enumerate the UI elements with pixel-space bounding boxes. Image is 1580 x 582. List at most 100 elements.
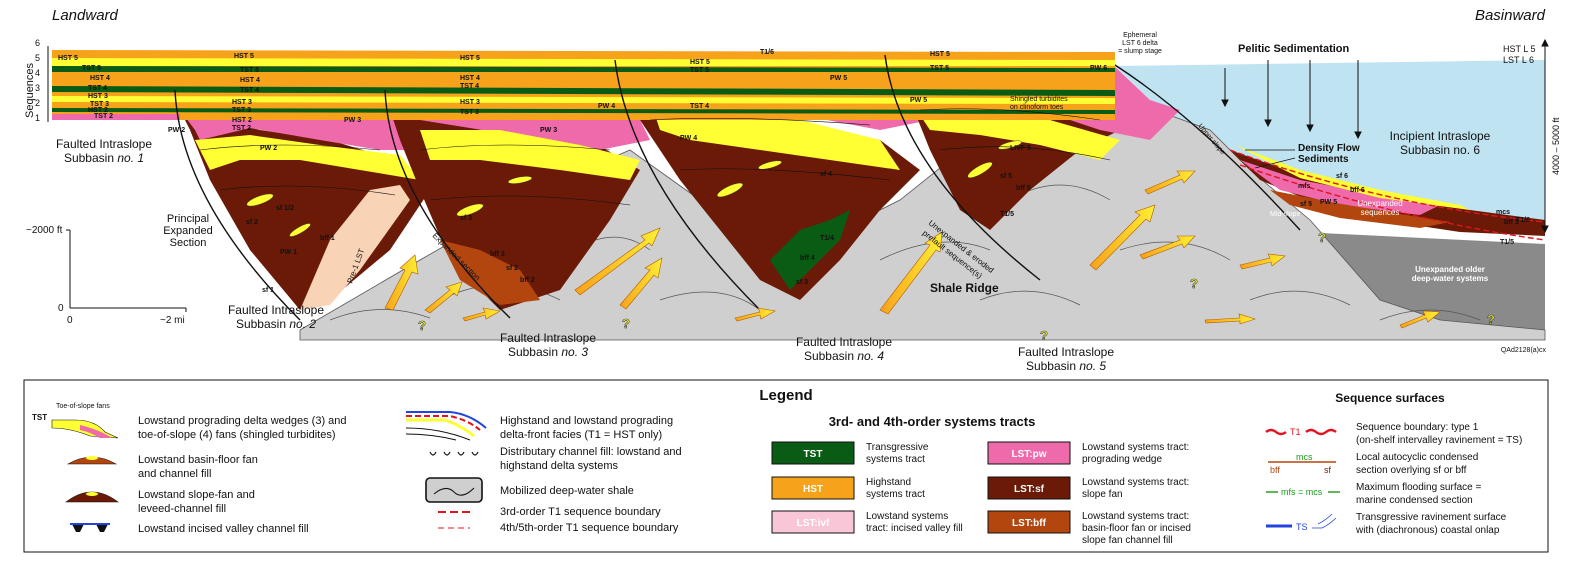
legend-sb1-2: (on-shelf intervalley ravinement = TS) <box>1356 435 1522 446</box>
scale-bar: ~2000 ft 0 0 ~2 mi <box>26 225 187 326</box>
legend-sf-symbol: sf <box>1324 465 1332 475</box>
tract-code-5: LST:bff <box>1012 518 1047 529</box>
legend-lowstand-delta-2: toe-of-slope (4) fans (shingled turbidit… <box>138 429 335 441</box>
tract-label-b6-7: T1/6 <box>1516 217 1530 224</box>
density-flow-leaders <box>1245 149 1296 169</box>
subbasin-3-yellow <box>420 130 640 180</box>
tract-label-b2-8: PW 2 <box>260 145 277 152</box>
tract-desc-3-1: prograding wedge <box>1082 454 1162 465</box>
tract-label-b5-6: T1/5 <box>1000 211 1014 218</box>
tract-label-b2-11: sf 1/2 <box>276 205 294 212</box>
legend-distributary <box>429 451 479 456</box>
unexpanded-seq-1: Unexpanded <box>1357 199 1402 208</box>
flow-arrow-9 <box>1239 253 1286 270</box>
legend-ts-symbol: TS <box>1296 522 1308 532</box>
flow-arrow-12 <box>734 307 776 322</box>
unexpanded-older-2: deep-water systems <box>1412 274 1489 283</box>
density-flow-line-1: Density Flow <box>1298 143 1360 154</box>
growth-faults <box>174 54 1301 321</box>
tract-desc-0-0: Transgressive <box>866 442 929 453</box>
tract-label-b2-5: TST 3 <box>232 107 251 114</box>
shingled-line-1: Shingled turbidites <box>1010 96 1068 103</box>
legend-toe-label: Toe-of-slope fans <box>56 403 110 410</box>
unexpanded-older-1: Unexpanded older <box>1415 265 1485 274</box>
legend-tr-1: Transgressive ravinement surface <box>1356 512 1507 523</box>
tract-label-b1-6: HST 2 <box>88 107 108 114</box>
tract-label-b2-12: PW 1 <box>280 249 297 256</box>
tract-label-b2-6: HST 2 <box>232 117 252 124</box>
tract-swatch-4 <box>987 476 1071 500</box>
scale-zero-label: 0 <box>58 303 64 314</box>
bedding-lines <box>199 108 1111 206</box>
lst-l6-label: LST L 6 <box>1503 55 1534 65</box>
tract-desc-4-0: Lowstand systems tract: <box>1082 477 1189 488</box>
legend-hs-2: delta-front facies (T1 = HST only) <box>500 429 662 441</box>
question-mark-4: ? <box>1190 276 1198 291</box>
tract-code-4: LST:sf <box>1014 484 1045 495</box>
tract-label-b3-2: TST 4 <box>460 83 479 90</box>
tract-label-b3-10: bff 2 <box>520 277 535 284</box>
legend: Legend TST Toe-of-slope fans Lowstand pr… <box>23 379 1549 553</box>
subbasin-6-slope <box>1230 150 1545 236</box>
fault-4 <box>884 54 1041 281</box>
tract-label-b2-2: HST 4 <box>240 77 260 84</box>
sand-lobes <box>246 140 1022 237</box>
tract-label-b3-7: sf 3 <box>460 215 472 222</box>
tract-label-b4-0: T1/6 <box>760 49 774 56</box>
legend-bff-2: and channel fill <box>138 468 211 480</box>
fault-1 <box>174 89 301 321</box>
seq-tick-3: 3 <box>35 83 40 93</box>
subbasin-2-yellow <box>195 135 420 180</box>
tract-code-3: LST:pw <box>1012 449 1047 460</box>
surfaces-title: Sequence surfaces <box>1335 391 1445 405</box>
tract-label-b2-3: TST 4 <box>240 87 259 94</box>
tract-label-b1-1: TST 5 <box>82 65 101 72</box>
incipient-line-2: Subbasin no. 6 <box>1400 143 1480 157</box>
principal-line-3: Section <box>170 237 207 249</box>
legend-slope-fan-1: Lowstand slope-fan and <box>138 489 255 501</box>
legend-mcs-symbol: mcs <box>1296 452 1313 462</box>
tract-label-b1-4: HST 3 <box>88 93 108 100</box>
flow-arrow-5 <box>879 231 943 315</box>
tract-label-b2-4: HST 3 <box>232 99 252 106</box>
tract-swatch-1 <box>771 476 855 500</box>
unexpanded-seq-2: sequences <box>1361 208 1400 217</box>
tract-label-b4-1: HST 5 <box>690 59 710 66</box>
tract-label-b4-3: TST 4 <box>690 103 709 110</box>
tract-label-b6-6: bff 1 <box>1504 219 1519 226</box>
subbasin-4-green <box>770 210 850 290</box>
scale-x-end: ~2 mi <box>160 315 185 326</box>
legend-sb1: T1 Sequence boundary: type 1 (on-shelf i… <box>1265 422 1522 446</box>
legend-ts: TS Transgressive ravinement surface with… <box>1266 512 1507 536</box>
fault-5 <box>1114 64 1301 231</box>
hst-l5-label: HST L 5 <box>1503 44 1536 54</box>
flow-arrow-4 <box>619 257 663 310</box>
legend-shale: Mobilized deep-water shale <box>425 477 634 503</box>
depth-scale <box>1541 38 1549 234</box>
legend-lc-1: Local autocyclic condensed <box>1356 452 1478 463</box>
subbasin-2-line-2: Subbasin no. 2 <box>236 317 316 331</box>
scale-x-zero: 0 <box>67 315 73 326</box>
tract-label-b4-7: bff 4 <box>800 255 815 262</box>
flow-arrow-6 <box>1089 204 1156 271</box>
shale-flow-arrows <box>384 170 1441 329</box>
flow-arrow-10 <box>1204 313 1256 325</box>
legend-tr-2: with (diachronous) coastal onlap <box>1355 525 1500 536</box>
legend-tst-label: TST <box>32 413 47 422</box>
tract-label-b6-8: T1/5 <box>1500 239 1514 246</box>
tract-swatch-0 <box>771 441 855 465</box>
subbasin-5-line-2: Subbasin no. 5 <box>1026 359 1106 373</box>
tract-label-b3-4: TST 3 <box>460 109 479 116</box>
legend-slope-fan-2: leveed-channel fill <box>138 503 226 515</box>
tract-desc-3-0: Lowstand systems tract: <box>1082 442 1189 453</box>
tract-label-b6-2: mfs <box>1298 183 1311 190</box>
legend-bff-symbol: bff <box>1270 465 1280 475</box>
question-mark-3: ? <box>1040 328 1048 343</box>
tract-label-b1-3: TST 4 <box>88 85 107 92</box>
landward-label: Landward <box>52 7 119 24</box>
legend-hs-1: Highstand and lowstand prograding <box>500 415 673 427</box>
pelitic-arrows <box>1221 60 1362 140</box>
tract-label-b3-3: HST 3 <box>460 99 480 106</box>
